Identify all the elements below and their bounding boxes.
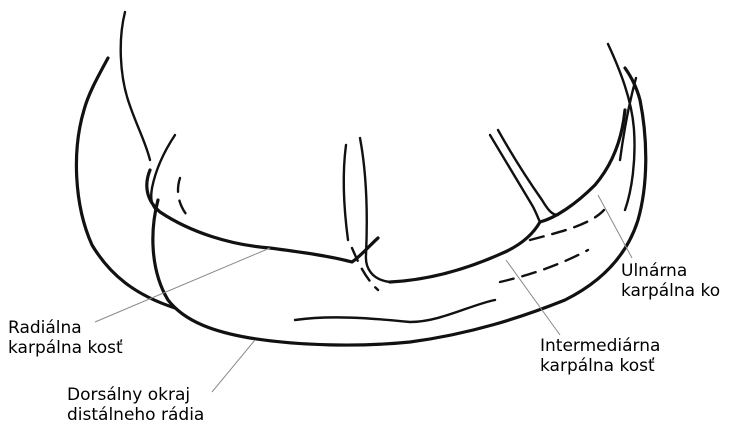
ulnar-strand-left: [490, 135, 540, 222]
label-radial-carpal: Radiálna karpálna kosť: [8, 318, 123, 358]
label-radial-line1: Radiálna: [8, 318, 123, 338]
lower-dashed-edge: [500, 250, 588, 282]
label-ulnar-line2: karpálna ko: [621, 281, 720, 301]
label-radial-line2: karpálna kosť: [8, 338, 123, 358]
radial-carpal-tip: [151, 135, 175, 210]
leader-intermediate: [506, 260, 560, 335]
label-intermediate-carpal: Intermediárna karpálna kosť: [540, 336, 660, 376]
label-intermediate-line1: Intermediárna: [540, 336, 660, 356]
ulnar-strand-right: [498, 130, 558, 215]
intermediate-left-strand-b: [360, 138, 390, 282]
leader-radial: [95, 248, 270, 322]
ulnar-carpal-outline: [540, 110, 625, 222]
radial-carpal-dashed-edge: [178, 178, 186, 214]
dorsal-inner-line: [295, 300, 495, 322]
label-dorsal-line1: Dorsálny okraj: [67, 385, 204, 405]
intermediate-left-strand-a: [344, 145, 348, 240]
label-dorsal-line2: distálneho rádia: [67, 405, 204, 425]
label-ulnar-line1: Ulnárna: [621, 261, 720, 281]
label-intermediate-line2: karpálna kosť: [540, 356, 660, 376]
intermediate-carpal-outline: [390, 222, 540, 282]
ulnar-dashed-edge: [530, 210, 604, 240]
radius-upper-strand: [121, 12, 150, 160]
label-dorsal-rim: Dorsálny okraj distálneho rádia: [67, 385, 204, 425]
leader-dorsal: [212, 340, 255, 392]
label-ulnar-carpal: Ulnárna karpálna ko: [621, 261, 720, 301]
